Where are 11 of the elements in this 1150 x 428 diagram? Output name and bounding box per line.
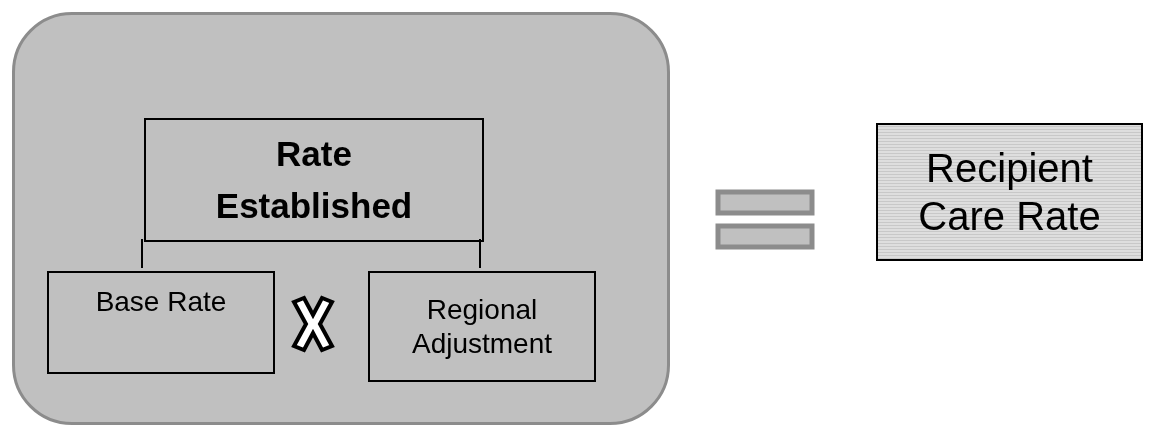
process-box	[368, 271, 596, 382]
node-label: Rate Established	[215, 132, 413, 227]
result-box	[876, 123, 1143, 261]
node-label: Base Rate	[95, 285, 227, 319]
node-label: Regional Adjustment	[410, 292, 554, 361]
group-panel	[12, 12, 670, 425]
process-box	[47, 271, 275, 374]
node-label: Recipient Care Rate	[917, 145, 1102, 240]
process-box	[144, 118, 484, 242]
connector-line	[141, 238, 143, 269]
connector-line	[479, 238, 481, 269]
